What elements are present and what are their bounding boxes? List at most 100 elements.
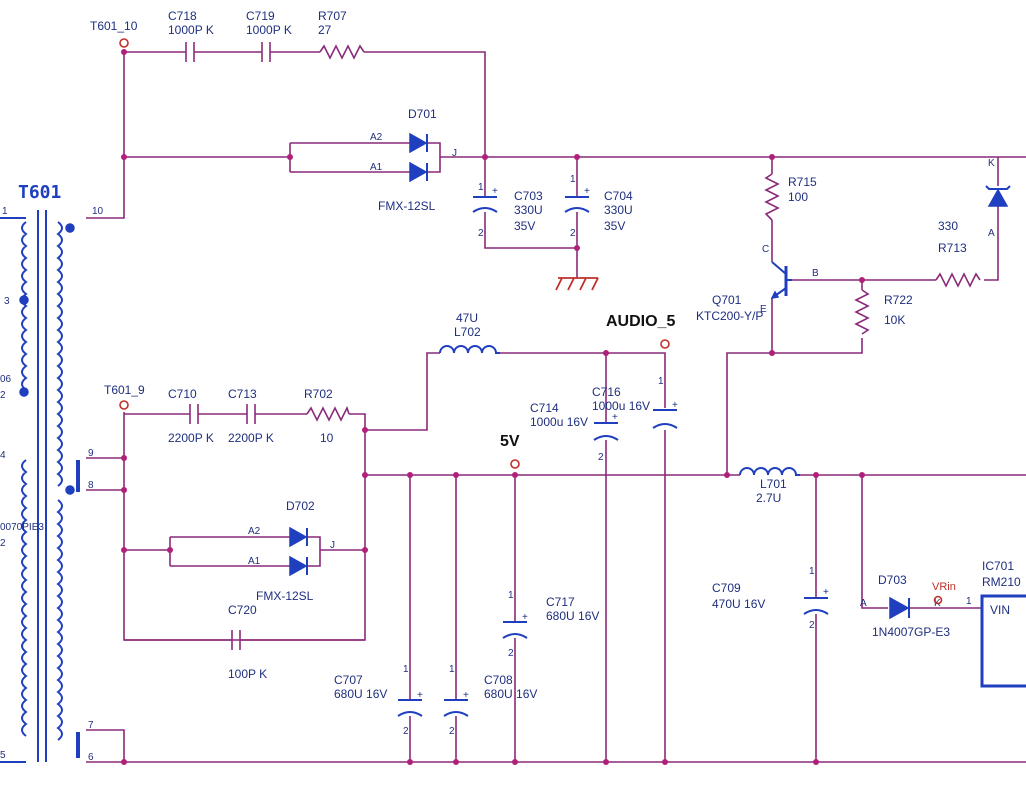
transformer-t601: T601 1 3 06 2 4 0070PIE3 2 5 10 9 8 7 6 [0,182,104,763]
svg-text:D702: D702 [286,499,315,513]
c719: C719 1000P K [246,9,292,62]
svg-text:2: 2 [570,228,576,239]
svg-text:1000P K: 1000P K [168,23,214,37]
svg-text:+: + [672,400,678,411]
svg-text:2: 2 [809,620,815,631]
svg-text:1: 1 [478,182,484,193]
svg-text:C707: C707 [334,673,363,687]
svg-text:1: 1 [508,590,514,601]
svg-text:C719: C719 [246,9,275,23]
t601-pin-5: 5 [0,750,6,761]
svg-text:2200P K: 2200P K [168,431,214,445]
t601-pin-3: 3 [4,296,10,307]
t601-pin-06: 06 [0,374,12,385]
svg-text:+: + [522,612,528,623]
c720: C720 100P K [228,603,267,681]
net-audio-5: AUDIO_5 [606,313,675,330]
c707: + 1 2 C707 680U 16V [334,664,423,737]
svg-text:C703: C703 [514,189,543,203]
svg-text:FMX-12SL: FMX-12SL [378,199,436,213]
d703: D703 A K 1N4007GP-E3 VRin [860,573,956,639]
c716: + 1 C716 1000u 16V [592,376,678,429]
svg-text:C: C [762,244,769,255]
c709: + 1 2 C709 470U 16V [712,566,829,631]
svg-text:+: + [612,412,618,423]
svg-text:C718: C718 [168,9,197,23]
svg-text:R722: R722 [884,293,913,307]
svg-text:A: A [988,228,995,239]
svg-text:10K: 10K [884,313,905,327]
t601-pin-9: 9 [88,448,94,459]
svg-text:27: 27 [318,23,332,37]
d702: D702 A2 A1 J FMX-12SL [248,499,335,603]
r713: 330 R713 [935,219,981,288]
svg-text:1: 1 [449,664,455,675]
r707: R707 27 [318,9,365,60]
svg-text:330: 330 [938,219,958,233]
testpoint-t601-9: T601_9 [104,383,145,397]
c717: + 1 2 C717 680U 16V [502,590,599,659]
ic701: IC701 RM210 VIN 1 [966,559,1026,688]
junctions [121,49,865,765]
svg-text:2: 2 [508,648,514,659]
c718: C718 1000P K [168,9,214,62]
svg-text:1: 1 [658,376,664,387]
svg-text:J: J [452,148,457,159]
svg-text:A1: A1 [248,556,261,567]
c710: C710 2200P K [168,387,214,445]
svg-text:C720: C720 [228,603,257,617]
svg-text:1000u 16V: 1000u 16V [530,415,588,429]
svg-text:10: 10 [320,431,334,445]
svg-text:330U: 330U [604,203,633,217]
svg-text:2: 2 [478,228,484,239]
r722: R722 10K [854,289,913,335]
svg-text:2: 2 [403,726,409,737]
svg-text:+: + [492,186,498,197]
svg-text:330U: 330U [514,203,543,217]
svg-text:1: 1 [809,566,815,577]
svg-text:1: 1 [966,596,972,607]
svg-text:IC701: IC701 [982,559,1014,573]
ground-symbol [555,277,599,291]
svg-text:E: E [760,304,767,315]
svg-text:C710: C710 [168,387,197,401]
svg-text:C704: C704 [604,189,633,203]
svg-text:100: 100 [788,190,808,204]
r702: R702 10 [304,387,350,445]
t601-pin-10: 10 [92,206,104,217]
svg-text:L701: L701 [760,477,787,491]
svg-text:1000P K: 1000P K [246,23,292,37]
t601-pin-part: 0070PIE3 [0,522,44,533]
svg-text:D701: D701 [408,107,437,121]
svg-text:C709: C709 [712,581,741,595]
svg-text:KTC200-Y/P: KTC200-Y/P [696,309,763,323]
t601-pin-2a: 2 [0,390,6,401]
svg-text:680U 16V: 680U 16V [484,687,537,701]
l701: L701 2.7U [739,467,800,505]
l702: 47U L702 [439,311,500,354]
svg-text:35V: 35V [514,219,535,233]
svg-text:C713: C713 [228,387,257,401]
svg-text:A2: A2 [370,132,383,143]
svg-text:J: J [330,540,335,551]
svg-text:Q701: Q701 [712,293,742,307]
svg-text:R702: R702 [304,387,333,401]
r715: R715 100 [764,173,817,221]
t601-pin-4: 4 [0,450,6,461]
net-5v: 5V [500,433,520,450]
svg-text:+: + [417,690,423,701]
t601-pin-1: 1 [2,206,8,217]
svg-text:2200P K: 2200P K [228,431,274,445]
c714: + 2 C714 1000u 16V [530,401,619,463]
svg-text:35V: 35V [604,219,625,233]
svg-text:2: 2 [449,726,455,737]
d701: D701 A2 A1 J FMX-12SL [370,107,457,213]
svg-text:470U 16V: 470U 16V [712,597,765,611]
c713: C713 2200P K [228,387,274,445]
svg-text:C717: C717 [546,595,575,609]
svg-text:1N4007GP-E3: 1N4007GP-E3 [872,625,950,639]
svg-text:+: + [584,186,590,197]
svg-text:47U: 47U [456,311,478,325]
svg-text:VIN: VIN [990,603,1010,617]
